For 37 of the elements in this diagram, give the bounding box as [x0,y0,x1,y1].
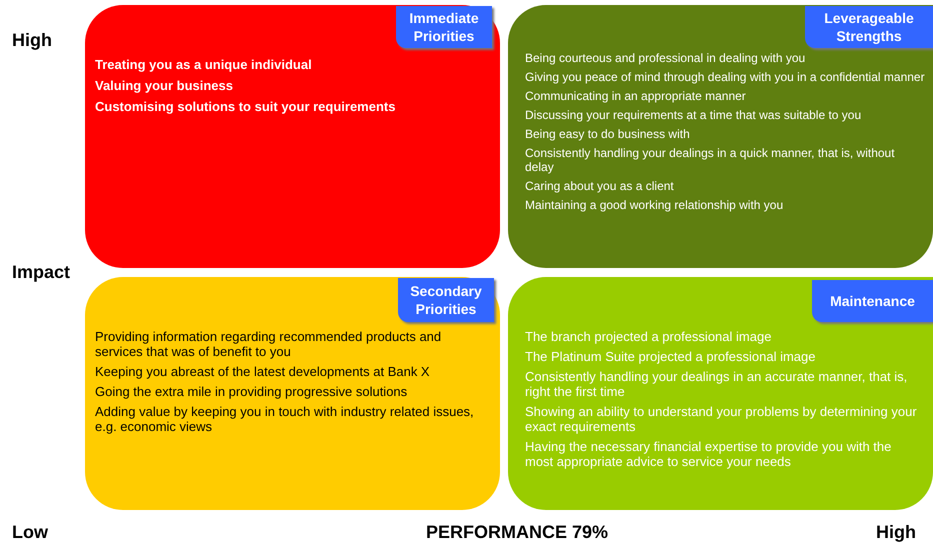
axis-label: Low [12,522,48,543]
list-item: Customising solutions to suit your requirements [95,99,396,114]
quadrant-heading-tab [812,280,933,322]
list-item: Consistently handling your dealings in an accurate manner, that is, right the first time [525,369,908,399]
quadrant-heading: Maintenance [830,292,915,310]
list-item: Maintaining a good working relationship with you [525,198,784,212]
list-item: Being easy to do business with [525,127,691,141]
list-item: Caring about you as a client [525,179,675,193]
list-item: The Platinum Suite projected a professional image [525,349,816,364]
list-item: Valuing your business [95,78,234,93]
axis-label: High [12,30,52,51]
list-item: Adding value by keeping you in touch with industry related issues, e.g. economic views [95,404,475,434]
list-item: Discussing your requirements at a time that was suitable to you [525,108,862,122]
quadrant-heading: Leverageable Strengths [823,9,915,45]
quadrant-heading-tab [396,6,492,48]
axis-label: Impact [12,262,70,283]
list-item: Treating you as a unique individual [95,57,313,72]
list-item: Showing an ability to understand your problems by determining your exact requirements [525,404,918,434]
list-item: Providing information regarding recommended products and services that was of benefit to you [95,329,442,359]
quadrant-heading: Immediate Priorities [408,9,480,45]
quadrant-heading-tab [398,278,494,322]
list-item: Having the necessary financial expertise to provide you with the most appropriate advice to service your needs [525,439,892,469]
list-item: Communicating in an appropriate manner [525,89,747,103]
list-item: The branch projected a professional image [525,329,772,344]
list-item: Keeping you abreast of the latest developments at Bank X [95,364,431,379]
quadrant-heading-tab [805,6,933,48]
quadrant-heading: Secondary Priorities [409,282,483,318]
list-item: Consistently handling your dealings in a quick manner, that is, without delay [525,146,896,174]
quadrant-panel [85,277,500,510]
list-item: Going the extra mile in providing progressive solutions [95,384,408,399]
list-item: Being courteous and professional in dealing with you [525,51,806,65]
axis-title: PERFORMANCE 79% [426,522,608,543]
quadrant-panel [508,277,933,510]
list-item: Giving you peace of mind through dealing with you in a confidential manner [525,70,925,84]
axis-label: High [876,522,916,543]
quadrant-panel [85,5,500,268]
quadrant-panel [508,5,933,268]
